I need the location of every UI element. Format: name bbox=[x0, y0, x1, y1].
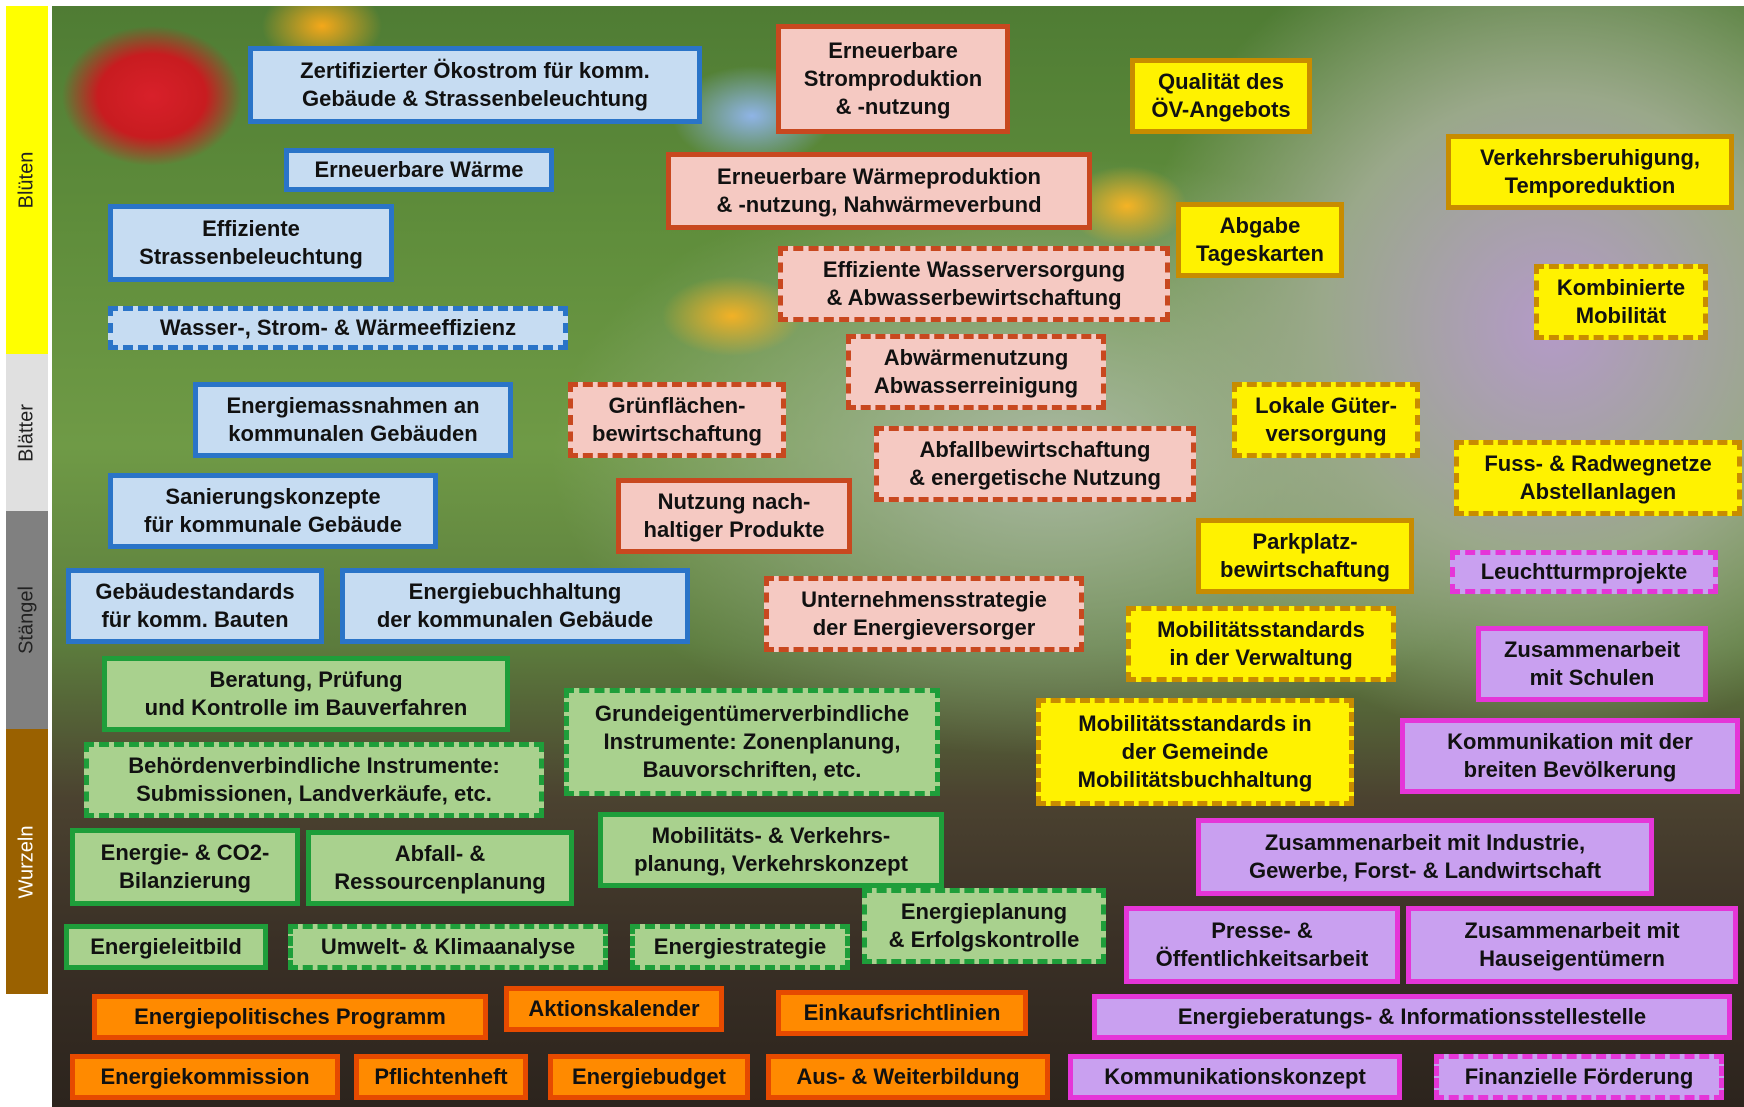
node-erneuerbare-waerme: Erneuerbare Wärme bbox=[284, 148, 554, 192]
band-blueten: Blüten bbox=[6, 6, 48, 354]
node-abfall-ressourcen: Abfall- & Ressourcenplanung bbox=[306, 830, 574, 906]
node-parkplatz: Parkplatz- bewirtschaftung bbox=[1196, 518, 1414, 594]
band-label-blueten: Blüten bbox=[15, 151, 38, 209]
node-aktionskalender: Aktionskalender bbox=[504, 986, 724, 1032]
band-label-wurzeln: Wurzeln bbox=[15, 825, 38, 898]
node-wasserversorgung: Effiziente Wasserversorgung & Abwasserbe… bbox=[778, 246, 1170, 322]
node-abfallbewirtschaftung: Abfallbewirtschaftung & energetische Nut… bbox=[874, 426, 1196, 502]
node-wasser-strom-waermeeffizienz: Wasser-, Strom- & Wärmeeffizienz bbox=[108, 306, 568, 350]
node-leuchtturmprojekte: Leuchtturmprojekte bbox=[1450, 550, 1718, 594]
node-aus-weiterbildung: Aus- & Weiterbildung bbox=[766, 1054, 1050, 1100]
node-oev-angebot: Qualität des ÖV-Angebots bbox=[1130, 58, 1312, 134]
node-energiestrategie: Energiestrategie bbox=[630, 924, 850, 970]
node-gruenflaechen: Grünflächen- bewirtschaftung bbox=[568, 382, 786, 458]
band-staengel: Stängel bbox=[6, 511, 48, 729]
node-waermeproduktion: Erneuerbare Wärmeproduktion & -nutzung, … bbox=[666, 152, 1092, 230]
node-energiebudget: Energiebudget bbox=[548, 1054, 750, 1100]
node-nachhaltige-produkte: Nutzung nach- haltiger Produkte bbox=[616, 478, 852, 554]
node-energiekommission: Energiekommission bbox=[70, 1054, 340, 1100]
node-presse: Presse- & Öffentlichkeitsarbeit bbox=[1124, 906, 1400, 984]
node-energiepolitisches-programm: Energiepolitisches Programm bbox=[92, 994, 488, 1040]
node-gebaeudestandards: Gebäudestandards für komm. Bauten bbox=[66, 568, 324, 644]
node-oekostrom: Zertifizierter Ökostrom für komm. Gebäud… bbox=[248, 46, 702, 124]
node-energieplanung: Energieplanung & Erfolgskontrolle bbox=[862, 888, 1106, 964]
node-energie-co2: Energie- & CO2- Bilanzierung bbox=[70, 828, 300, 906]
band-wurzeln: Wurzeln bbox=[6, 729, 48, 994]
node-einkaufsrichtlinien: Einkaufsrichtlinien bbox=[776, 990, 1028, 1036]
node-umwelt-klima: Umwelt- & Klimaanalyse bbox=[288, 924, 608, 970]
node-beratung-pruefung: Beratung, Prüfung und Kontrolle im Bauve… bbox=[102, 656, 510, 732]
node-abwaermenutzung: Abwärmenutzung Abwasserreinigung bbox=[846, 334, 1106, 410]
node-zusammenarbeit-schulen: Zusammenarbeit mit Schulen bbox=[1476, 626, 1708, 702]
band-blaetter: Blätter bbox=[6, 354, 48, 511]
node-energiemassnahmen: Energiemassnahmen an kommunalen Gebäuden bbox=[193, 382, 513, 458]
node-kommunikationskonzept: Kommunikationskonzept bbox=[1068, 1054, 1402, 1100]
node-fuss-radwegnetze: Fuss- & Radwegnetze Abstellanlagen bbox=[1454, 440, 1742, 516]
node-finanzielle-foerderung: Finanzielle Förderung bbox=[1434, 1054, 1724, 1100]
band-label-staengel: Stängel bbox=[15, 586, 38, 654]
node-mobilitaets-verkehrsplanung: Mobilitäts- & Verkehrs- planung, Verkehr… bbox=[598, 812, 944, 888]
node-kommunikation-bevoelkerung: Kommunikation mit der breiten Bevölkerun… bbox=[1400, 718, 1740, 794]
node-tageskarten: Abgabe Tageskarten bbox=[1176, 202, 1344, 278]
node-zusammenarbeit-industrie: Zusammenarbeit mit Industrie, Gewerbe, F… bbox=[1196, 818, 1654, 896]
node-hauseigentuemer: Zusammenarbeit mit Hauseigentümern bbox=[1406, 906, 1738, 984]
node-grundeigentuemer: Grundeigentümerverbindliche Instrumente:… bbox=[564, 688, 940, 796]
node-energiebuchhaltung: Energiebuchhaltung der kommunalen Gebäud… bbox=[340, 568, 690, 644]
node-mobilitaet-verwaltung: Mobilitätsstandards in der Verwaltung bbox=[1126, 606, 1396, 682]
node-unternehmensstrategie: Unternehmensstrategie der Energieversorg… bbox=[764, 576, 1084, 652]
node-gueterversorgung: Lokale Güter- versorgung bbox=[1232, 382, 1420, 458]
node-stromproduktion: Erneuerbare Stromproduktion & -nutzung bbox=[776, 24, 1010, 134]
node-kombinierte-mobilitaet: Kombinierte Mobilität bbox=[1534, 264, 1708, 340]
node-energieleitbild: Energieleitbild bbox=[64, 924, 268, 970]
node-mobilitaet-gemeinde: Mobilitätsstandards in der Gemeinde Mobi… bbox=[1036, 698, 1354, 806]
node-behoerdenverbindlich: Behördenverbindliche Instrumente: Submis… bbox=[84, 742, 544, 818]
node-sanierungskonzepte: Sanierungskonzepte für kommunale Gebäude bbox=[108, 473, 438, 549]
node-energieberatung: Energieberatungs- & Informationsstellest… bbox=[1092, 994, 1732, 1040]
node-effiziente-strassenbeleuchtung: Effiziente Strassenbeleuchtung bbox=[108, 204, 394, 282]
band-label-blaetter: Blätter bbox=[15, 403, 38, 462]
node-pflichtenheft: Pflichtenheft bbox=[354, 1054, 528, 1100]
node-verkehrsberuhigung: Verkehrsberuhigung, Temporeduktion bbox=[1446, 134, 1734, 210]
